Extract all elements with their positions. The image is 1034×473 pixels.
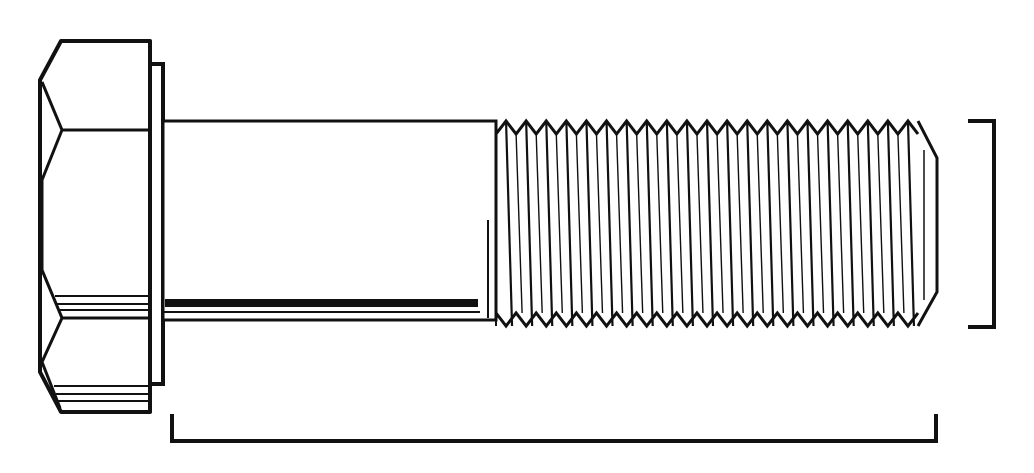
thread-diameter-bracket xyxy=(968,119,996,329)
washer-flange xyxy=(148,62,165,386)
bolt-length-bracket xyxy=(170,414,938,443)
unthreaded-shank xyxy=(161,119,498,322)
threaded-section xyxy=(494,118,939,329)
hex-head xyxy=(38,39,152,414)
